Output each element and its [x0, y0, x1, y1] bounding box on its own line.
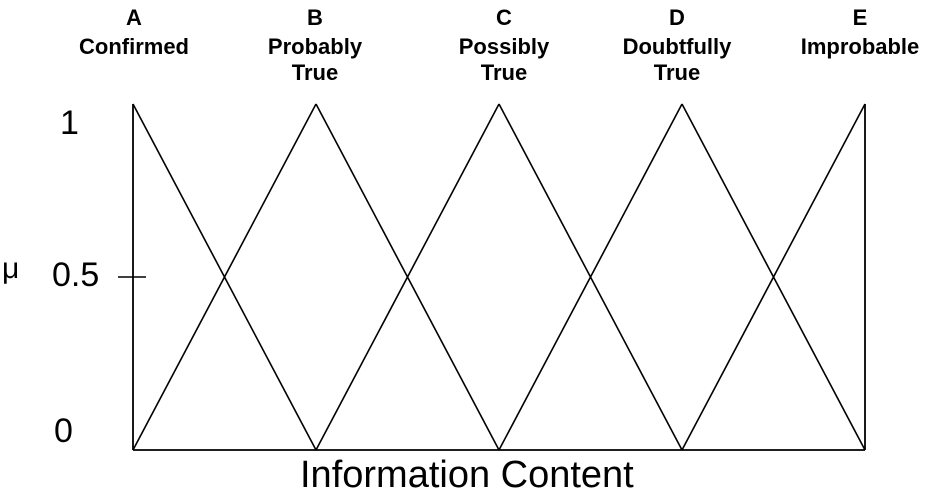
y-tick-0: 0	[54, 412, 73, 450]
y-tick-0-5: 0.5	[52, 256, 100, 294]
set-letter-a: A	[126, 5, 142, 30]
y-tick-1: 1	[60, 104, 79, 142]
set-label-e: E Improbable	[780, 3, 940, 61]
set-name-c-line2: True	[480, 60, 528, 85]
set-name-b-line2: True	[291, 60, 339, 85]
set-name-b-line1: Probably	[267, 34, 363, 59]
set-name-c-line1: Possibly	[458, 34, 550, 59]
set-name-d-line1: Doubtfully	[622, 34, 732, 59]
x-axis-title: Information Content	[300, 454, 634, 496]
set-label-c: C Possibly True	[424, 3, 584, 87]
y-axis-symbol: μ	[2, 252, 20, 285]
set-name-d-line2: True	[653, 60, 701, 85]
set-label-b: B Probably True	[235, 3, 395, 87]
membership-c-rising-edge	[315, 103, 500, 451]
membership-b-rising-edge	[132, 103, 317, 451]
set-name-e-line1: Improbable	[800, 34, 920, 59]
set-letter-e: E	[852, 5, 868, 30]
set-name-a-line1: Confirmed	[79, 34, 189, 59]
membership-e-rising-edge	[681, 103, 866, 451]
set-letter-b: B	[307, 5, 323, 30]
membership-d-rising-edge	[498, 103, 683, 451]
set-label-d: D Doubtfully True	[597, 3, 757, 87]
set-letter-c: C	[496, 5, 512, 30]
set-label-a: A Confirmed	[54, 3, 214, 61]
set-letter-d: D	[669, 5, 685, 30]
